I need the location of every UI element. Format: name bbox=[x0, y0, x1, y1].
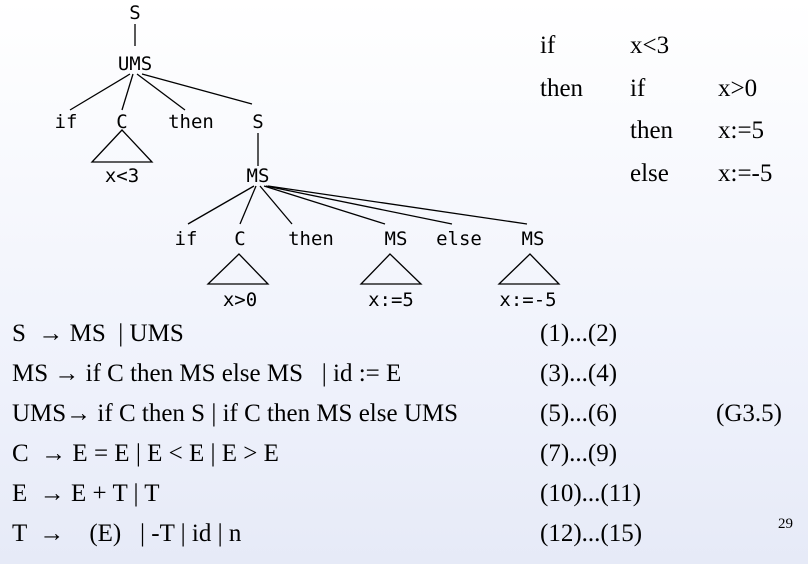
node-c-1: C bbox=[116, 111, 127, 133]
code-line3-kw: then bbox=[630, 117, 674, 144]
code-line3-expr: x:=5 bbox=[718, 117, 765, 144]
node-ms-2: MS bbox=[522, 228, 545, 250]
rule-2-num: (3)...(4) bbox=[540, 360, 618, 387]
rule-4-num: (7)...(9) bbox=[540, 440, 618, 467]
code-line4-kw: else bbox=[630, 160, 669, 187]
edge-ums-then bbox=[136, 73, 186, 111]
grammar-label: (G3.5) bbox=[716, 400, 782, 427]
code-line1-kw: if bbox=[540, 32, 556, 59]
edge-ums-c bbox=[121, 73, 134, 111]
node-root-s: S bbox=[129, 2, 140, 24]
subtree-triangle-ms2 bbox=[497, 253, 561, 285]
rule-5-text: E → E + T | T bbox=[12, 480, 160, 507]
edge-ms-c bbox=[239, 185, 257, 225]
rule-2-text: MS → if C then MS else MS | id := E bbox=[12, 360, 402, 387]
page-number: 29 bbox=[778, 516, 793, 532]
edge-ms-then bbox=[259, 185, 293, 225]
edge-ums-if bbox=[69, 73, 131, 111]
rule-3-num: (5)...(6) bbox=[540, 400, 618, 427]
rule-6-num: (12)...(15) bbox=[540, 520, 643, 547]
node-ms-1: MS bbox=[385, 228, 408, 250]
parse-tree: S UMS if C then S x<3 MS if C then MS el… bbox=[55, 2, 561, 311]
code-line2-kw2: if bbox=[630, 75, 646, 102]
leaf-c1-expr: x<3 bbox=[105, 165, 139, 187]
rule-1-text: S → MS | UMS bbox=[12, 320, 184, 347]
leaf-ms1-expr: x:=5 bbox=[368, 289, 414, 311]
subtree-triangle-c1 bbox=[90, 129, 154, 163]
node-then-1: then bbox=[168, 111, 214, 133]
code-line1-expr: x<3 bbox=[630, 32, 670, 59]
leaf-c2-expr: x>0 bbox=[223, 289, 257, 311]
rule-5-num: (10)...(11) bbox=[540, 480, 642, 507]
node-ums: UMS bbox=[118, 53, 152, 75]
edge-ms-ms1 bbox=[263, 185, 386, 225]
edge-ms-else bbox=[265, 185, 453, 225]
node-c-2: C bbox=[234, 228, 245, 250]
code-line2-kw: then bbox=[540, 75, 584, 102]
code-line4-expr: x:=-5 bbox=[718, 160, 773, 187]
code-line2-expr: x>0 bbox=[718, 75, 758, 102]
rule-3-text: UMS→ if C then S | if C then MS else UMS bbox=[12, 400, 459, 427]
leaf-ms2-expr: x:=-5 bbox=[499, 289, 556, 311]
edge-ms-ms2 bbox=[267, 185, 528, 225]
node-else: else bbox=[436, 228, 482, 250]
rule-6-text: T → (E) | -T | id | n bbox=[12, 520, 242, 547]
node-ms: MS bbox=[247, 165, 270, 187]
node-if-1: if bbox=[55, 111, 78, 133]
rule-4-text: C → E = E | E < E | E > E bbox=[12, 440, 279, 467]
subtree-triangle-c2 bbox=[206, 253, 270, 285]
edge-ums-s bbox=[141, 73, 253, 105]
node-if-2: if bbox=[175, 228, 198, 250]
subtree-triangle-ms1 bbox=[359, 253, 423, 285]
rule-1-num: (1)...(2) bbox=[540, 320, 618, 347]
edge-ms-if bbox=[187, 185, 255, 225]
node-s-1: S bbox=[252, 111, 263, 133]
node-then-2: then bbox=[288, 228, 334, 250]
